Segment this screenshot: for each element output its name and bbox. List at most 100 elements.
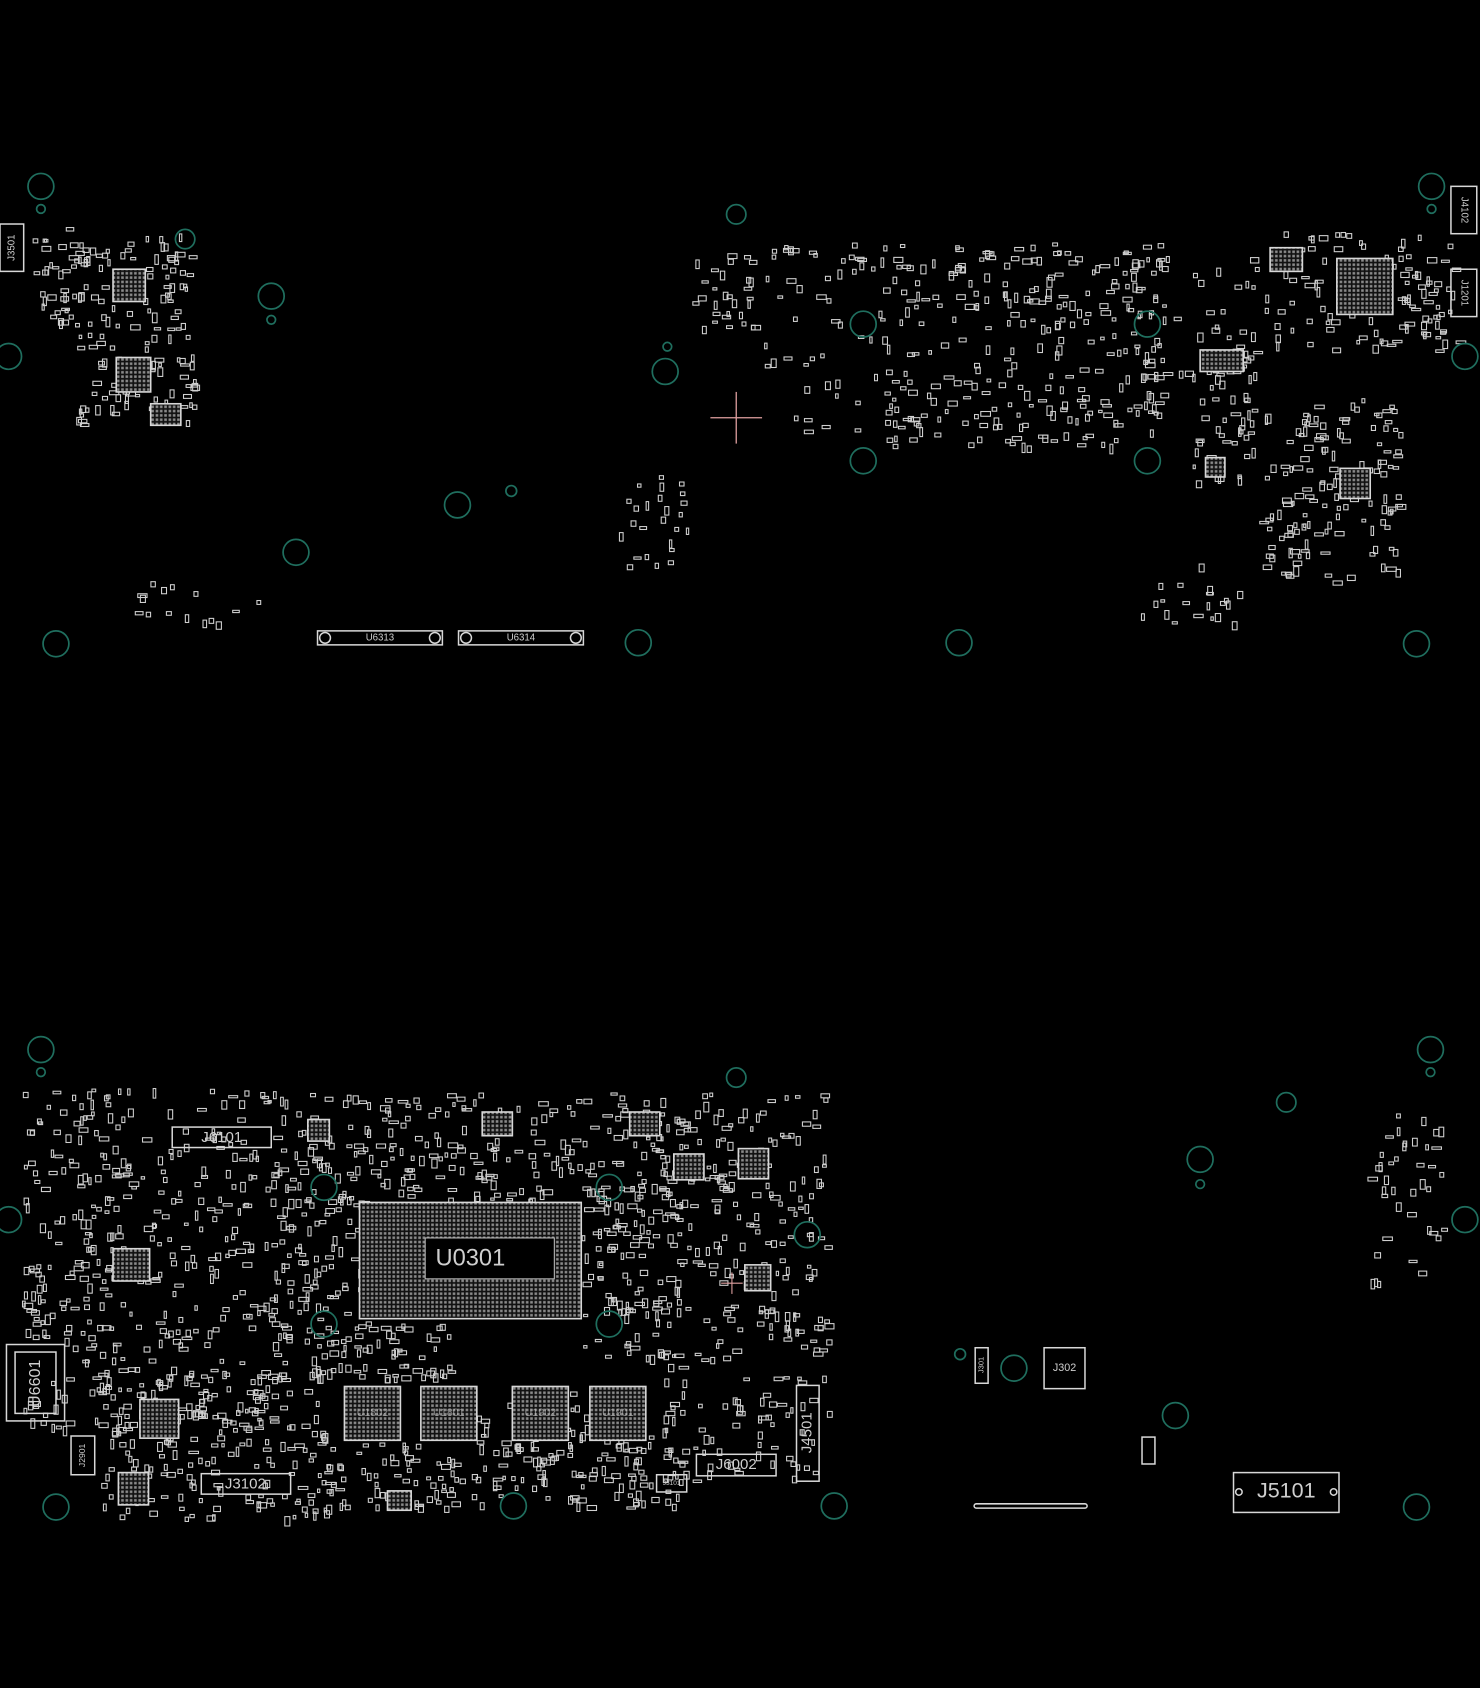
component-u6314[interactable]: U6314	[457, 630, 585, 646]
u6601-label: U6601	[26, 1359, 44, 1407]
smd-pad	[1087, 410, 1094, 416]
component-j5101[interactable]: J5101	[1232, 1471, 1340, 1514]
component-j2901[interactable]: J2901	[70, 1435, 96, 1476]
smd-pad	[920, 264, 927, 275]
smd-pad	[717, 1245, 722, 1255]
smd-pad	[459, 1478, 466, 1485]
smd-pad	[812, 1470, 820, 1476]
smd-pad	[182, 393, 193, 399]
ic-package[interactable]	[672, 1153, 705, 1181]
smd-pad	[441, 1489, 447, 1494]
smd-pad	[588, 1173, 598, 1178]
ic-package[interactable]	[481, 1111, 514, 1137]
component-bga-top-right[interactable]	[1336, 257, 1394, 316]
smd-pad	[1314, 280, 1318, 291]
ic-package[interactable]	[149, 402, 182, 427]
smd-pad	[145, 266, 154, 273]
smd-pad	[42, 1329, 47, 1338]
smd-pad	[885, 409, 893, 416]
smd-pad	[206, 1207, 216, 1212]
smd-pad	[633, 556, 642, 560]
component-j302[interactable]: J302	[1043, 1346, 1086, 1390]
component-u1802[interactable]: U1802	[343, 1385, 402, 1442]
smd-pad	[353, 1369, 362, 1374]
smd-pad	[611, 1247, 616, 1253]
smd-pad	[738, 1117, 745, 1124]
smd-pad	[541, 1114, 548, 1124]
smd-pad	[79, 242, 84, 249]
smd-pad	[646, 1136, 651, 1141]
ic-package[interactable]	[628, 1111, 661, 1137]
smd-pad	[1393, 427, 1399, 432]
component-j6002[interactable]: J6002	[695, 1453, 777, 1477]
smd-pad	[402, 1478, 410, 1484]
smd-pad	[639, 1224, 645, 1235]
component-u1801[interactable]: U1801	[420, 1385, 478, 1442]
smd-pad	[711, 1326, 717, 1331]
smd-pad	[385, 1098, 393, 1103]
smd-pad	[671, 1503, 677, 1512]
smd-pad	[921, 298, 931, 302]
smd-pad	[1067, 416, 1073, 424]
component-u6313[interactable]: U6313	[316, 630, 444, 646]
component-j3101[interactable]: J3101	[655, 1473, 688, 1493]
component-u1901[interactable]: U1901	[589, 1385, 647, 1442]
ic-package[interactable]	[115, 356, 152, 393]
ic-package[interactable]	[744, 1264, 772, 1292]
smd-pad	[545, 1496, 551, 1501]
smd-pad	[242, 1203, 253, 1209]
smd-pad	[727, 253, 738, 260]
smd-pad	[1265, 553, 1274, 559]
smd-pad	[859, 262, 865, 271]
smd-pad	[228, 1249, 236, 1257]
ic-package[interactable]	[737, 1147, 770, 1180]
component-small-connector[interactable]	[1141, 1436, 1156, 1465]
component-u6601[interactable]: U6601	[5, 1343, 66, 1422]
ic-package[interactable]	[1339, 467, 1372, 500]
smd-pad	[1376, 442, 1383, 447]
ic-package[interactable]	[139, 1398, 180, 1439]
ic-package[interactable]	[112, 268, 147, 303]
smd-pad	[325, 1255, 334, 1260]
ic-package[interactable]	[112, 1247, 151, 1282]
ic-package[interactable]	[117, 1471, 150, 1506]
smd-pad	[598, 1161, 605, 1168]
component-j1201[interactable]: J1201	[1450, 268, 1478, 318]
component-long-connector[interactable]	[973, 1503, 1088, 1509]
smd-pad	[1368, 317, 1374, 326]
component-j6101[interactable]: J6101	[171, 1126, 272, 1149]
component-u0301[interactable]: U0301	[358, 1201, 583, 1320]
smd-pad	[871, 266, 876, 272]
smd-pad	[49, 262, 53, 269]
ic-package[interactable]	[1204, 456, 1226, 478]
smd-pad	[209, 1088, 216, 1095]
ic-package[interactable]	[1199, 349, 1245, 373]
smd-pad	[1262, 564, 1273, 571]
component-j3102[interactable]: J3102	[200, 1472, 292, 1495]
smd-pad	[72, 1094, 77, 1102]
smd-pad	[153, 1209, 162, 1214]
smd-pad	[322, 1306, 329, 1311]
component-u1902[interactable]: U1902	[511, 1385, 570, 1442]
smd-pad	[113, 1205, 120, 1212]
smd-pad	[36, 1118, 42, 1125]
ic-package[interactable]	[386, 1490, 412, 1512]
smd-pad	[1388, 1161, 1395, 1166]
smd-pad	[584, 1414, 590, 1423]
ic-package[interactable]	[1269, 246, 1304, 273]
mounting-hole	[1161, 1401, 1190, 1430]
component-j4102[interactable]: J4102	[1450, 185, 1478, 235]
smd-pad	[726, 294, 733, 300]
ic-package[interactable]	[307, 1118, 331, 1142]
component-j301[interactable]: J301	[974, 1346, 989, 1385]
smd-pad	[313, 1333, 325, 1339]
smd-pad	[792, 1289, 799, 1296]
smd-pad	[1132, 282, 1138, 293]
smd-pad	[91, 391, 98, 397]
smd-pad	[1109, 443, 1114, 455]
component-j4501[interactable]: J4501	[795, 1384, 820, 1482]
component-j3501[interactable]: J3501	[0, 223, 25, 273]
smd-pad	[125, 1507, 131, 1515]
smd-pad	[271, 1393, 280, 1400]
